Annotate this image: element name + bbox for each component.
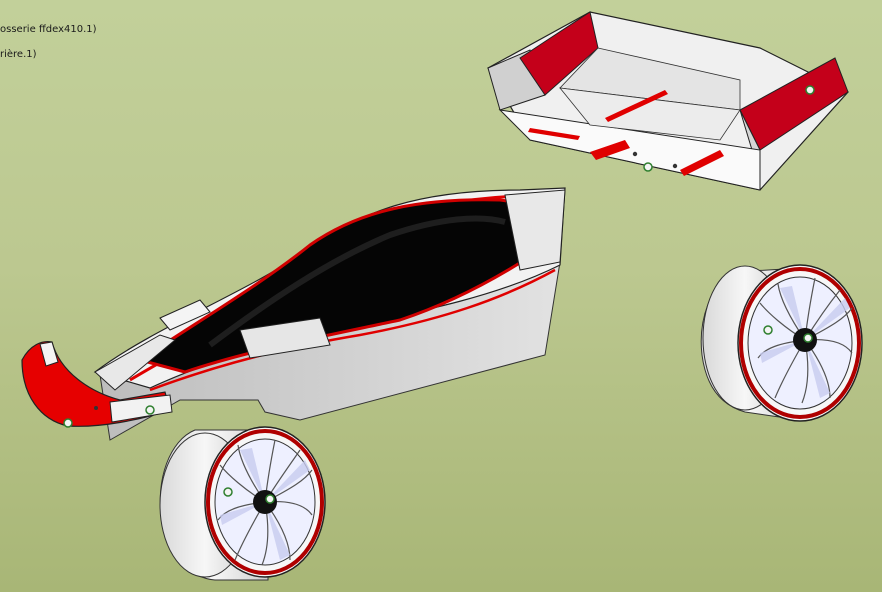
tree-node-arriere[interactable]: rière.1) [0,49,37,60]
tree-node-carrosserie[interactable]: osserie ffdex410.1) [0,24,97,35]
anchor-point-icon[interactable] [265,494,275,504]
anchor-point-icon[interactable] [223,487,233,497]
front-wheel[interactable] [159,426,326,581]
anchor-point-icon[interactable] [803,333,813,343]
rear-body-part[interactable] [487,11,849,191]
anchor-point-icon[interactable] [63,418,73,428]
rear-wheel[interactable] [700,264,863,422]
front-nose-part[interactable] [21,340,173,428]
anchor-point-icon[interactable] [145,405,155,415]
specification-tree: osserie ffdex410.1) rière.1) [0,0,200,80]
anchor-point-icon[interactable] [643,162,653,172]
anchor-point-icon[interactable] [805,85,815,95]
anchor-point-icon[interactable] [763,325,773,335]
main-body[interactable] [93,187,566,441]
